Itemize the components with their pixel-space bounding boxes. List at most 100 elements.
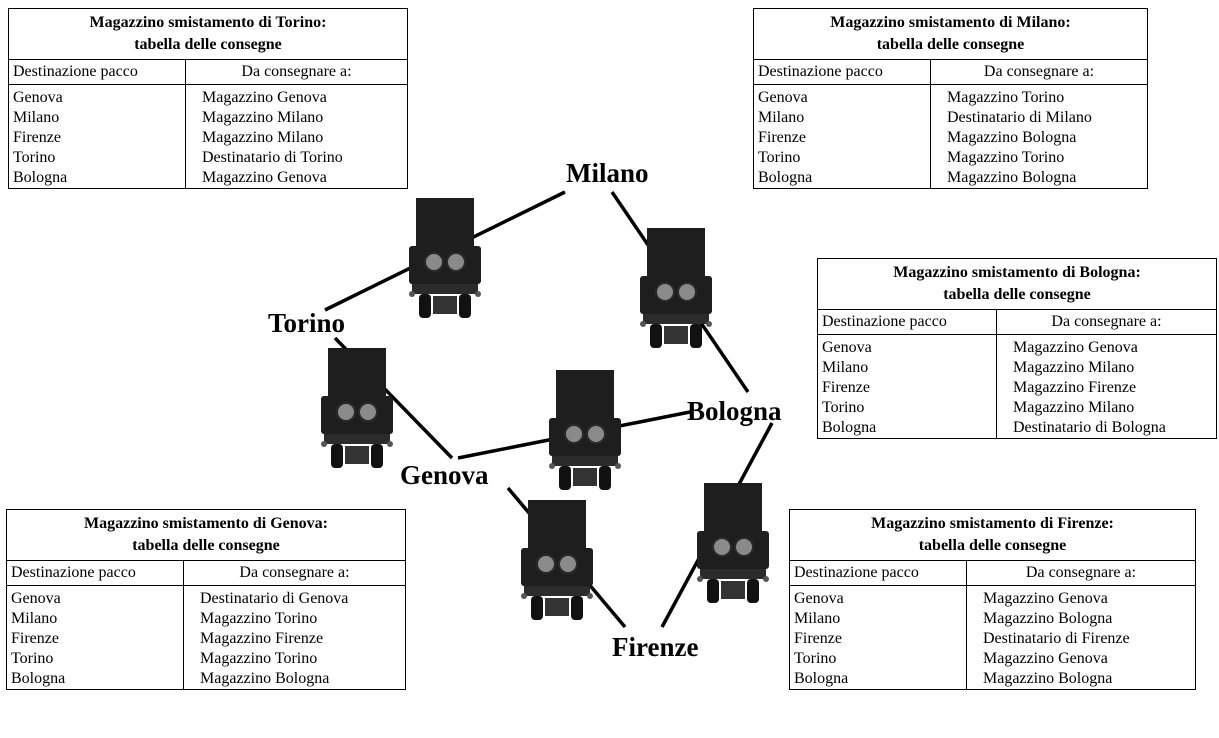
table-title-line2: tabella delle consegne (134, 36, 282, 53)
deliver-to-cell: Magazzino Firenze (183, 629, 406, 649)
delivery-truck-icon (320, 347, 394, 469)
column-header-destination: Destinazione pacco (8, 59, 186, 85)
table-title-line1: Magazzino smistamento di Milano: (830, 14, 1071, 31)
destination-cell: Torino (8, 148, 186, 168)
destination-cell: Genova (817, 334, 997, 358)
deliver-to-cell: Destinatario di Bologna (996, 418, 1217, 439)
destination-cell: Firenze (8, 128, 186, 148)
destination-cell: Firenze (817, 378, 997, 398)
city-label-milano: Milano (566, 158, 649, 188)
destination-cell: Torino (6, 649, 184, 669)
table-title-line1: Magazzino smistamento di Firenze: (871, 515, 1114, 532)
column-header-deliver-to: Da consegnare a: (183, 560, 406, 586)
destination-cell: Torino (753, 148, 931, 168)
destination-cell: Genova (789, 585, 967, 609)
table-title: Magazzino smistamento di Bologna: tabell… (817, 258, 1217, 310)
deliver-to-cell: Magazzino Milano (996, 398, 1217, 418)
deliver-to-cell: Magazzino Genova (996, 334, 1217, 358)
column-header-destination: Destinazione pacco (789, 560, 967, 586)
column-header-destination: Destinazione pacco (817, 309, 997, 335)
column-header-deliver-to: Da consegnare a: (185, 59, 408, 85)
delivery-truck-icon (408, 197, 482, 319)
table-title: Magazzino smistamento di Firenze: tabell… (789, 509, 1196, 561)
deliver-to-cell: Magazzino Milano (996, 358, 1217, 378)
deliver-to-cell: Magazzino Milano (185, 108, 408, 128)
deliver-to-cell: Magazzino Bologna (930, 128, 1148, 148)
table-title-line1: Magazzino smistamento di Torino: (89, 14, 327, 31)
destination-cell: Milano (789, 609, 967, 629)
deliver-to-cell: Magazzino Torino (183, 609, 406, 629)
table-title-line1: Magazzino smistamento di Bologna: (893, 264, 1141, 281)
column-header-deliver-to: Da consegnare a: (996, 309, 1217, 335)
deliver-to-cell: Magazzino Bologna (930, 168, 1148, 189)
destination-cell: Bologna (789, 669, 967, 690)
table-title-line1: Magazzino smistamento di Genova: (84, 515, 328, 532)
delivery-truck-icon (696, 482, 770, 604)
table-title: Magazzino smistamento di Torino: tabella… (8, 8, 408, 60)
destination-cell: Genova (753, 84, 931, 108)
deliver-to-cell: Magazzino Milano (185, 128, 408, 148)
deliver-to-cell: Magazzino Genova (966, 649, 1196, 669)
destination-cell: Bologna (8, 168, 186, 189)
deliver-to-cell: Magazzino Bologna (183, 669, 406, 690)
table-title-line2: tabella delle consegne (918, 537, 1067, 554)
deliver-to-cell: Magazzino Torino (930, 148, 1148, 168)
routing-table-torino: Magazzino smistamento di Torino: tabella… (8, 8, 408, 189)
deliver-to-cell: Magazzino Bologna (966, 609, 1196, 629)
destination-cell: Bologna (753, 168, 931, 189)
deliver-to-cell: Magazzino Genova (185, 84, 408, 108)
delivery-truck-icon (548, 369, 622, 491)
column-header-destination: Destinazione pacco (6, 560, 184, 586)
routing-table-bologna: Magazzino smistamento di Bologna: tabell… (817, 258, 1217, 439)
city-label-genova: Genova (400, 460, 489, 490)
routing-table-milano: Magazzino smistamento di Milano: tabella… (753, 8, 1148, 189)
destination-cell: Genova (8, 84, 186, 108)
city-label-firenze: Firenze (612, 632, 698, 662)
table-title-line2: tabella delle consegne (132, 537, 280, 554)
city-label-bologna: Bologna (687, 396, 782, 426)
deliver-to-cell: Magazzino Bologna (966, 669, 1196, 690)
city-label-torino: Torino (268, 308, 345, 338)
deliver-to-cell: Magazzino Torino (930, 84, 1148, 108)
table-title-line2: tabella delle consegne (876, 36, 1025, 53)
deliver-to-cell: Magazzino Genova (185, 168, 408, 189)
delivery-truck-icon (639, 227, 713, 349)
destination-cell: Torino (789, 649, 967, 669)
column-header-deliver-to: Da consegnare a: (966, 560, 1196, 586)
destination-cell: Firenze (6, 629, 184, 649)
routing-table-firenze: Magazzino smistamento di Firenze: tabell… (789, 509, 1196, 690)
destination-cell: Bologna (6, 669, 184, 690)
deliver-to-cell: Destinatario di Torino (185, 148, 408, 168)
deliver-to-cell: Magazzino Torino (183, 649, 406, 669)
destination-cell: Genova (6, 585, 184, 609)
destination-cell: Milano (753, 108, 931, 128)
deliver-to-cell: Destinatario di Firenze (966, 629, 1196, 649)
deliver-to-cell: Magazzino Genova (966, 585, 1196, 609)
delivery-truck-icon (520, 499, 594, 621)
routing-table-genova: Magazzino smistamento di Genova: tabella… (6, 509, 406, 690)
deliver-to-cell: Destinatario di Genova (183, 585, 406, 609)
destination-cell: Milano (8, 108, 186, 128)
deliver-to-cell: Magazzino Firenze (996, 378, 1217, 398)
destination-cell: Torino (817, 398, 997, 418)
table-title-line2: tabella delle consegne (943, 286, 1091, 303)
